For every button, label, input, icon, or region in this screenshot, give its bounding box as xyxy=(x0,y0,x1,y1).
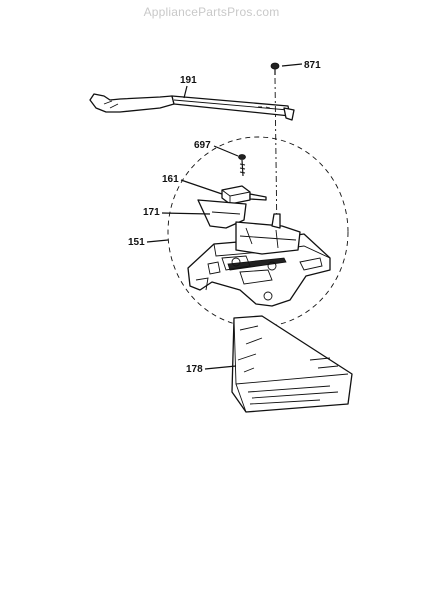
callout-171: 171 xyxy=(143,207,211,218)
callout-151: 151 xyxy=(128,237,169,248)
callout-178: 178 xyxy=(186,364,237,375)
part-191-handle[interactable] xyxy=(89,93,295,121)
callout-697: 697 xyxy=(194,140,239,157)
svg-text:171: 171 xyxy=(143,207,160,218)
svg-text:697: 697 xyxy=(194,140,211,151)
part-151-mechanism[interactable] xyxy=(187,213,331,307)
svg-text:191: 191 xyxy=(180,75,197,86)
watermark: AppliancePartsPros.com xyxy=(143,5,280,19)
part-697-screw[interactable] xyxy=(238,154,246,177)
svg-text:161: 161 xyxy=(162,174,179,185)
svg-text:871: 871 xyxy=(304,60,321,71)
alignment-line xyxy=(274,77,278,241)
part-871-screw[interactable] xyxy=(270,62,280,75)
callout-871: 871 xyxy=(281,60,321,71)
callout-161: 161 xyxy=(162,174,223,195)
part-178-insulation[interactable] xyxy=(231,315,353,413)
part-171-bracket[interactable] xyxy=(197,199,247,229)
callout-191: 191 xyxy=(180,75,197,99)
svg-text:151: 151 xyxy=(128,237,145,248)
svg-text:178: 178 xyxy=(186,364,203,375)
